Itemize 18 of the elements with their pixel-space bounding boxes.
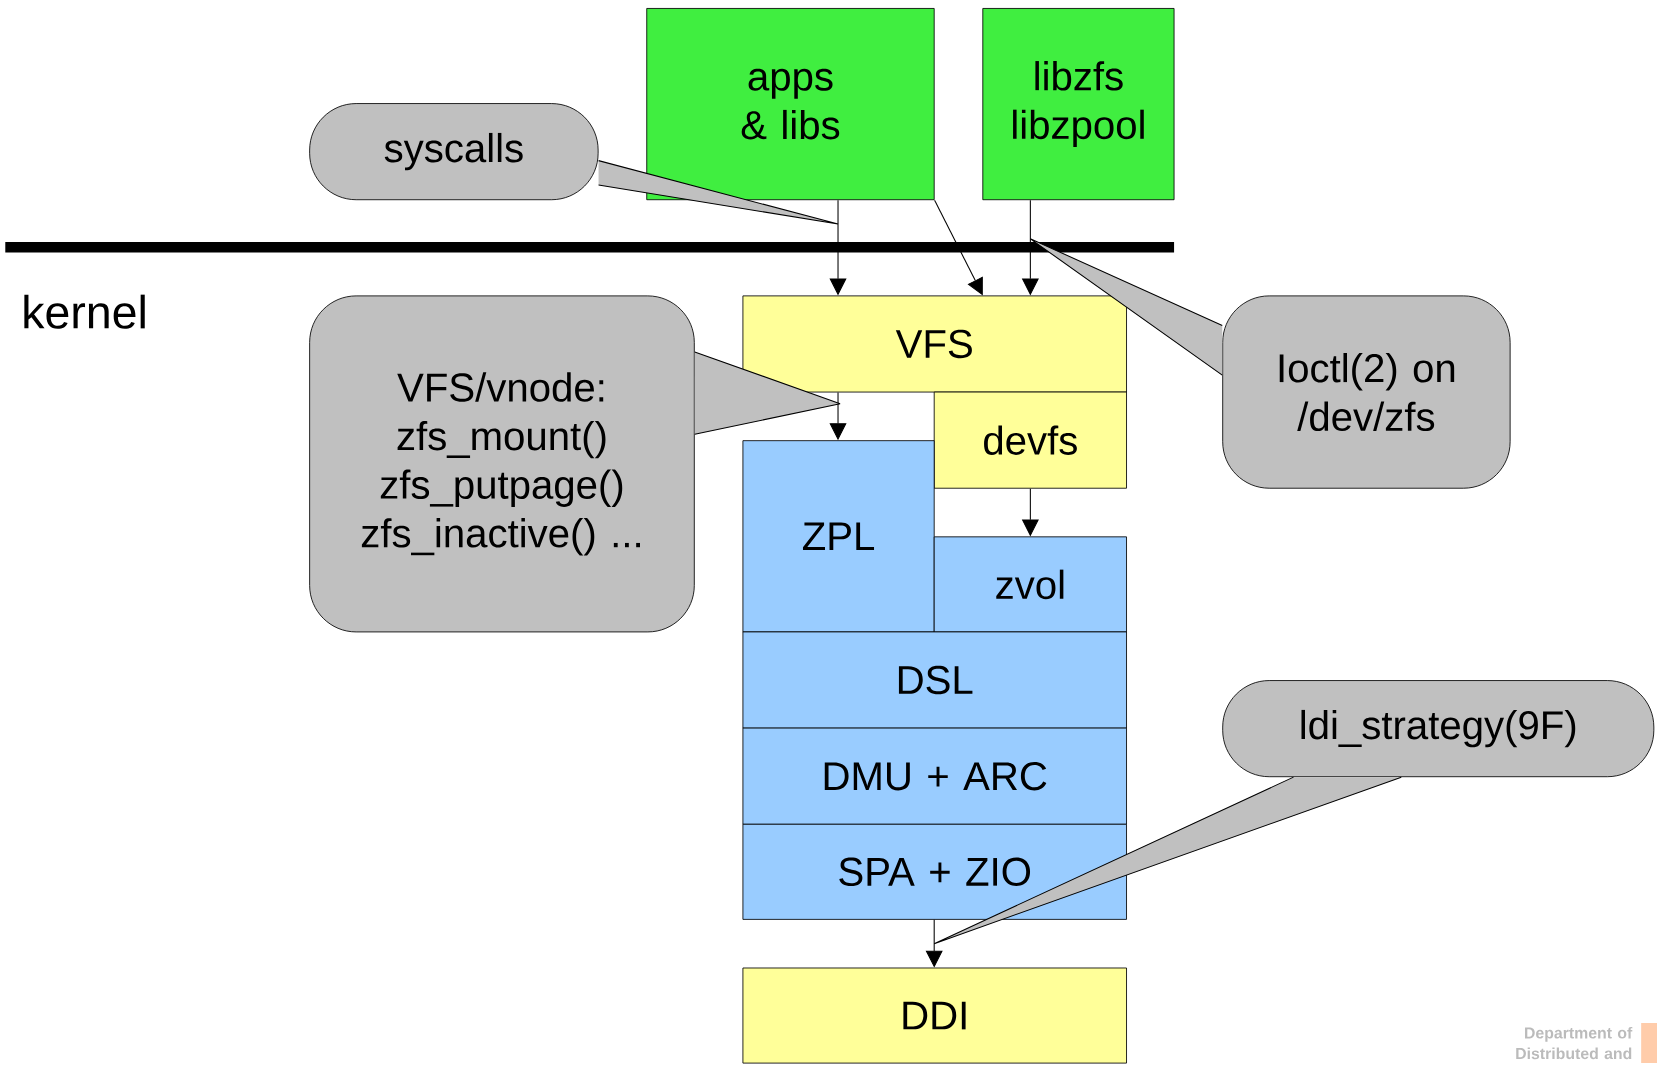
layer-box: VFS — [742, 295, 1127, 393]
callout-bubble: syscalls — [309, 102, 599, 200]
layer-box: DDI — [742, 967, 1127, 1064]
library-box: libzfs libzpool — [982, 7, 1175, 200]
callout-pointer — [598, 159, 839, 225]
callout-bubble: ldi_strategy(9F) — [1222, 679, 1655, 777]
layer-box: DMU + ARC — [742, 727, 1127, 825]
callout-bubble: Ioctl(2) on /dev/zfs — [1222, 295, 1511, 489]
callout-pointer — [933, 776, 1402, 945]
callout-bubble: VFS/vnode: zfs_mount() zfs_putpage() zfs_inactive() ... — [309, 295, 695, 633]
layer-box: zvol — [933, 536, 1127, 633]
callout-pointer — [694, 351, 841, 435]
program-box: apps & libs — [646, 7, 935, 200]
footer-text: Department of Distributed and — [1516, 1026, 1633, 1059]
layer-box: SPA + ZIO — [742, 823, 1127, 920]
layer-box: devfs — [933, 391, 1127, 489]
layer-caption: kernel — [24, 294, 145, 329]
layer-box: ZPL — [742, 440, 935, 633]
